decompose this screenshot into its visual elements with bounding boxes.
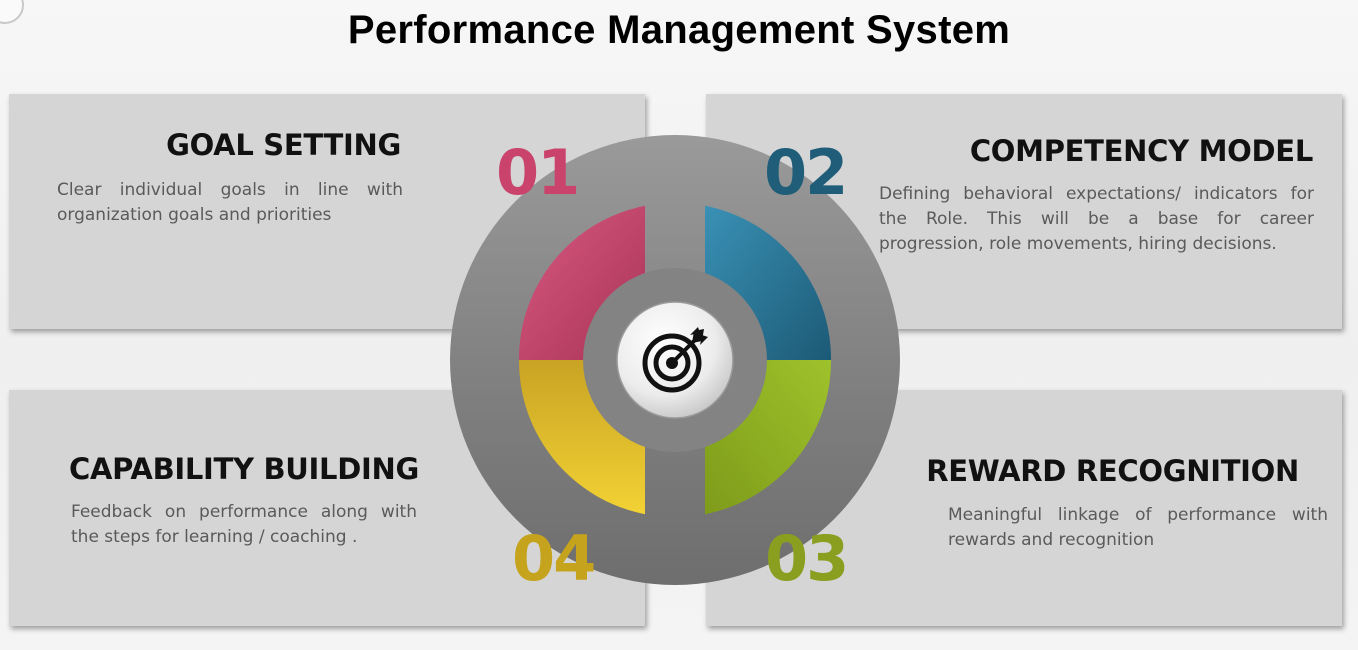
card-heading: REWARD RECOGNITION xyxy=(926,454,1299,488)
number-04: 04 xyxy=(512,522,596,595)
card-heading: COMPETENCY MODEL xyxy=(969,134,1313,168)
page-title: Performance Management System xyxy=(347,8,1011,52)
card-description: Defining behavioral expectations/ indica… xyxy=(879,184,1314,254)
number-02: 02 xyxy=(764,136,848,209)
card-heading: CAPABILITY BUILDING xyxy=(69,452,419,486)
card-description: Feedback on performance along with the s… xyxy=(71,502,417,547)
card-description: Meaningful linkage of performance with r… xyxy=(948,505,1328,550)
card-heading: GOAL SETTING xyxy=(166,128,401,162)
card-description: Clear individual goals in line with orga… xyxy=(57,180,403,225)
center-ring-graphic xyxy=(450,135,900,585)
target-bullseye-icon xyxy=(642,327,708,393)
number-01: 01 xyxy=(496,136,580,209)
number-03: 03 xyxy=(765,522,849,595)
